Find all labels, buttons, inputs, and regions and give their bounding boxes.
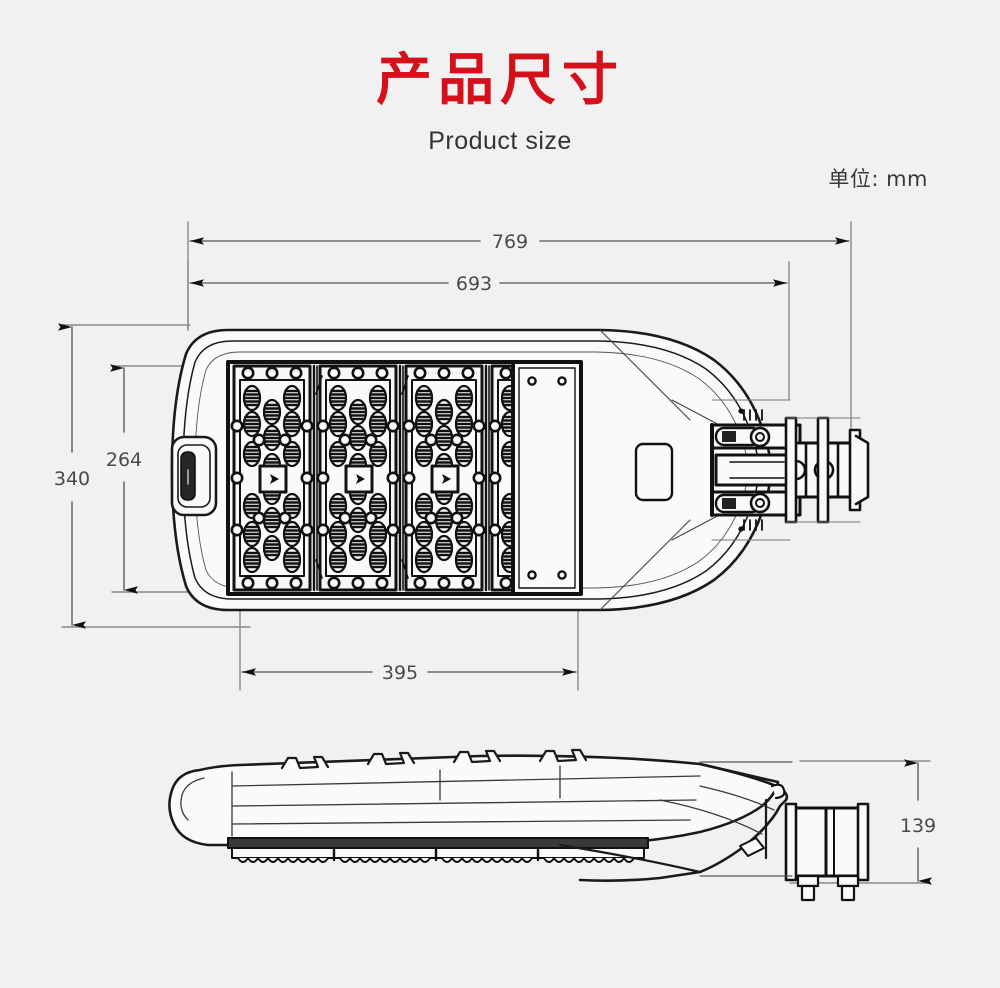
dimension-395: 395 <box>239 599 579 691</box>
side-contour-lines <box>180 765 701 837</box>
dimension-value-769: 769 <box>492 231 528 253</box>
housing-contour-faint <box>194 351 750 589</box>
top-view <box>170 328 870 612</box>
housing-inner-offset <box>182 340 761 600</box>
unit-label: 单位: mm <box>828 167 928 191</box>
side-rear-taper <box>558 762 789 882</box>
side-led-panel <box>227 837 649 863</box>
page-title-cn: 产品尺寸 <box>376 48 624 113</box>
dimension-value-264: 264 <box>106 449 142 471</box>
side-view <box>168 748 870 902</box>
side-pole-mount <box>699 761 870 902</box>
driver-cover-panel <box>511 360 583 596</box>
mounting-bracket-assembly <box>710 399 870 541</box>
heatsink-fins <box>280 748 588 770</box>
dimension-769: 769 <box>187 221 852 471</box>
left-handle-recess <box>170 435 218 517</box>
dimension-693: 693 <box>187 261 790 401</box>
page-title-en: Product size <box>428 127 572 155</box>
dimension-139: 139 <box>789 759 936 885</box>
dimension-value-139: 139 <box>900 815 936 837</box>
pole-mount-tube <box>784 416 870 524</box>
inspection-hatch <box>634 442 674 502</box>
dimension-264: 264 <box>106 364 239 594</box>
clamp-arm-upper <box>710 408 802 450</box>
dimension-340: 340 <box>54 323 251 629</box>
clamp-arm-lower <box>710 490 802 532</box>
dimension-value-693: 693 <box>456 273 492 295</box>
mount-bolt <box>796 874 860 902</box>
dimension-value-395: 395 <box>382 662 418 684</box>
dimension-value-340: 340 <box>54 468 90 490</box>
